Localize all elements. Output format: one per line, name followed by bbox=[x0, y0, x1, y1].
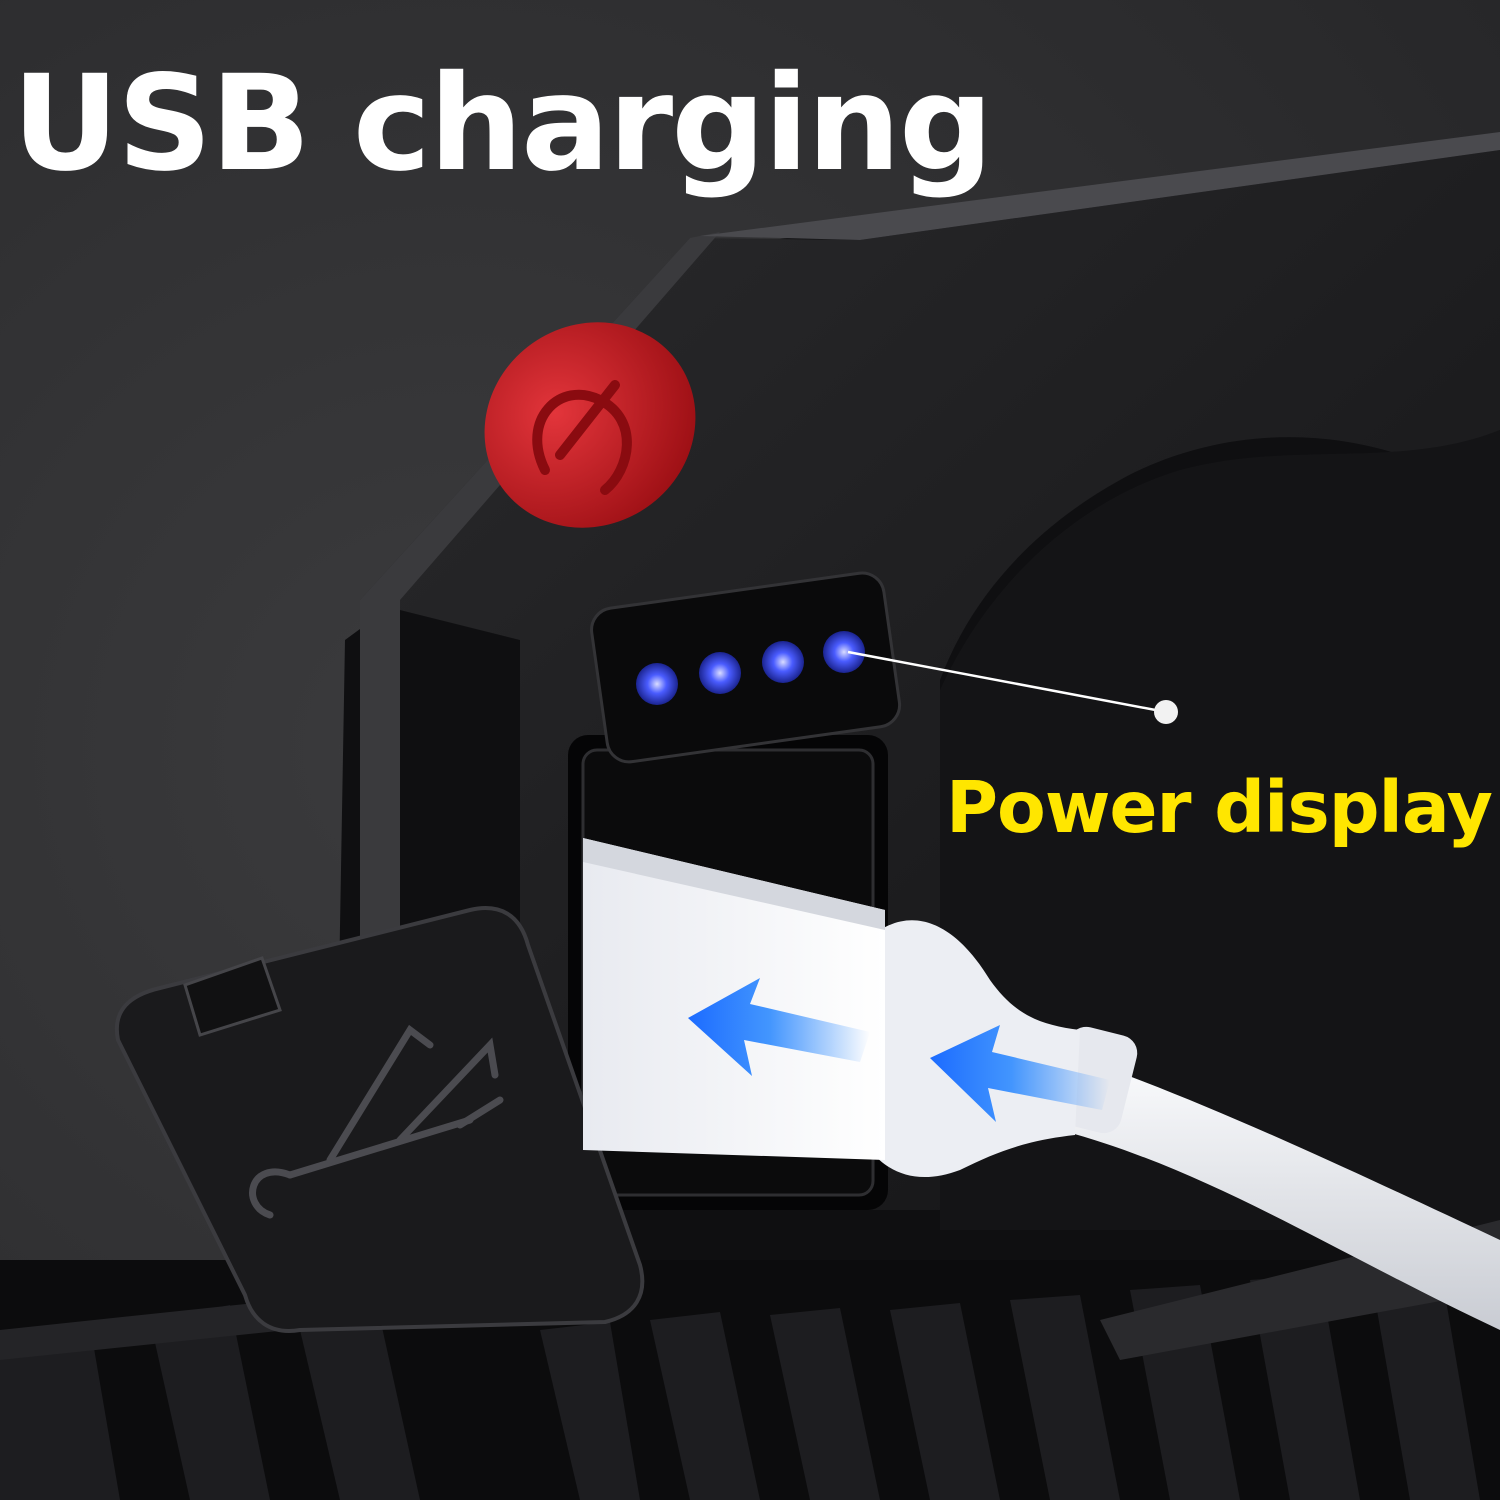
callout-leader-line bbox=[847, 650, 1167, 714]
headline: USB charging bbox=[12, 47, 993, 201]
led-2 bbox=[699, 652, 741, 694]
led-1 bbox=[636, 663, 678, 705]
callout-leader-dot bbox=[1154, 700, 1178, 724]
arrow-left-icon bbox=[688, 978, 870, 1076]
arrow-left-icon-2 bbox=[930, 1025, 1110, 1122]
power-button[interactable] bbox=[444, 281, 736, 569]
power-display-label: Power display bbox=[946, 766, 1493, 849]
led-4 bbox=[823, 631, 865, 673]
led-3 bbox=[762, 641, 804, 683]
usb-symbol-icon bbox=[249, 1024, 504, 1219]
ribbed-barrel bbox=[0, 1220, 1500, 1500]
power-button-icon bbox=[532, 380, 632, 495]
battery-indicator bbox=[590, 571, 902, 764]
usb-port-cover[interactable] bbox=[114, 906, 645, 1333]
